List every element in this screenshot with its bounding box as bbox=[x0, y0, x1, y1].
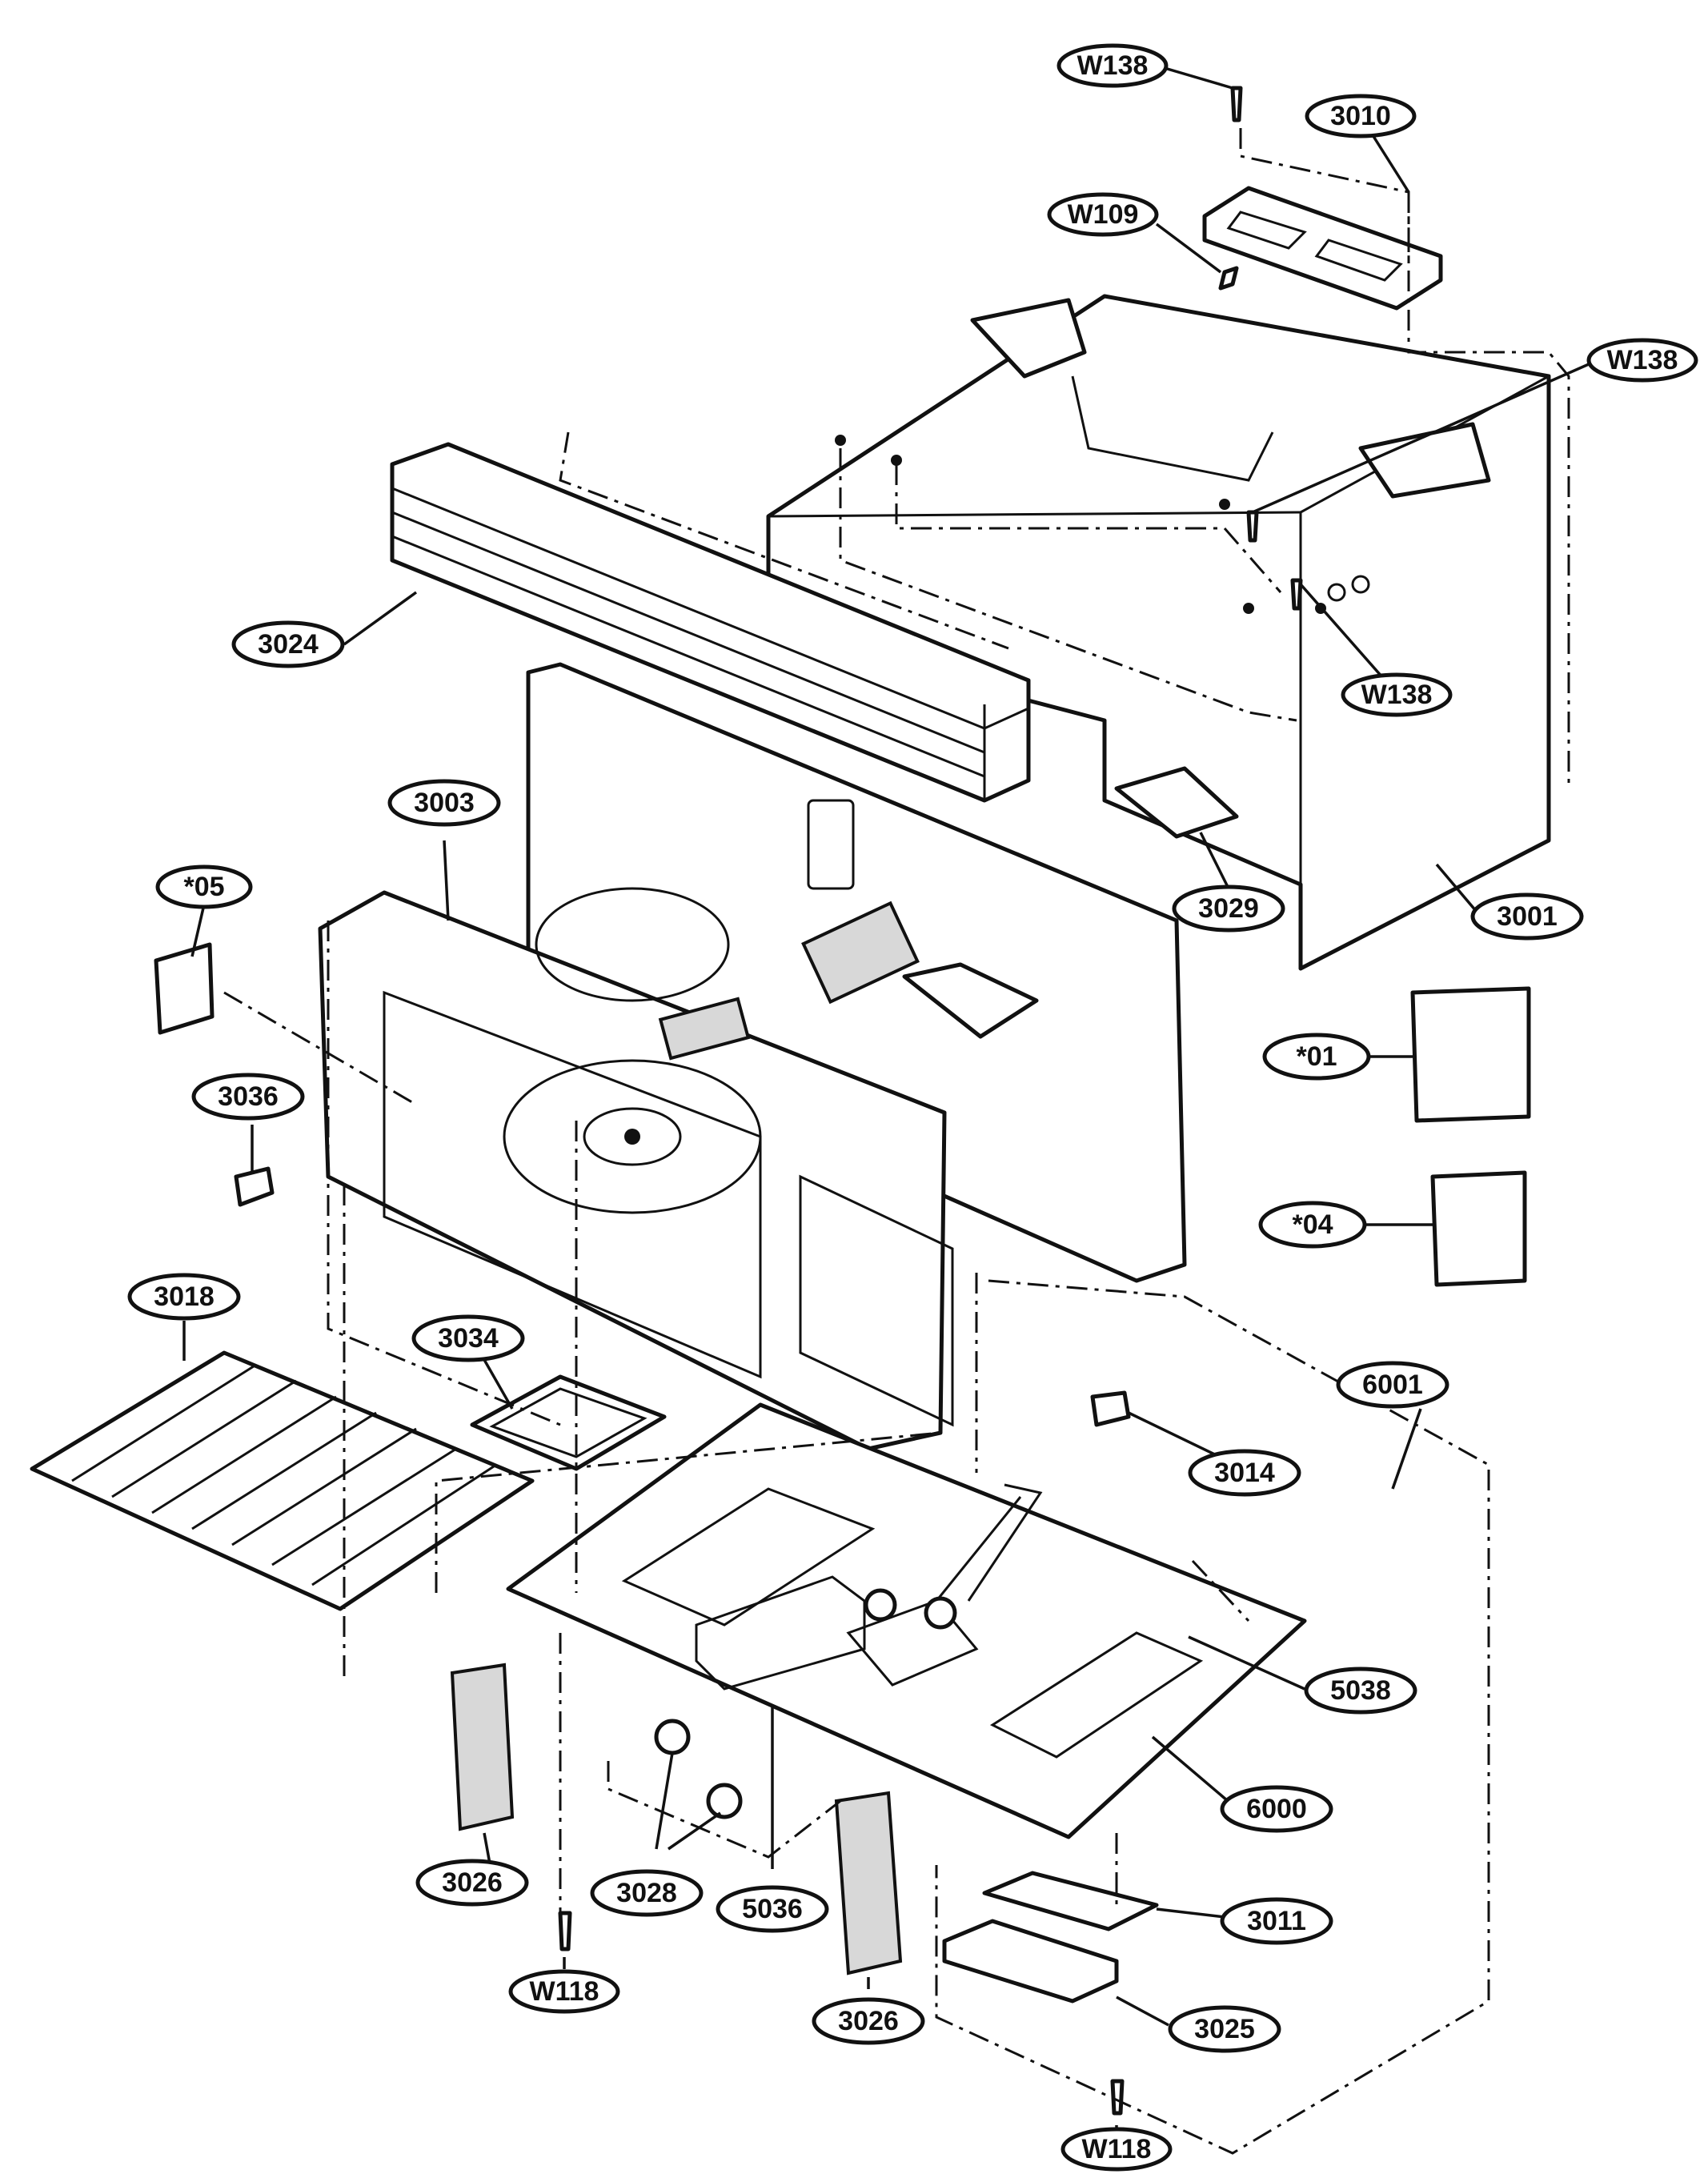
label-6001: 6001 bbox=[1336, 1361, 1449, 1409]
label-w118-bottom: W118 bbox=[1060, 2127, 1173, 2172]
svg-text:3026: 3026 bbox=[838, 2006, 899, 2036]
base-plate-6001 bbox=[506, 1390, 1307, 1839]
svg-text:W118: W118 bbox=[1082, 2134, 1152, 2164]
label-3014: 3014 bbox=[1188, 1449, 1301, 1497]
label-01: *01 bbox=[1262, 1033, 1371, 1081]
svg-text:5036: 5036 bbox=[742, 1894, 803, 1924]
svg-text:6000: 6000 bbox=[1246, 1794, 1307, 1824]
label-3036: 3036 bbox=[191, 1073, 305, 1121]
label-w138-mid: W138 bbox=[1341, 672, 1453, 717]
latch-3036 bbox=[234, 1166, 275, 1207]
label-6000: 6000 bbox=[1220, 1785, 1333, 1833]
label-3029: 3029 bbox=[1172, 884, 1285, 933]
svg-text:3010: 3010 bbox=[1330, 101, 1391, 131]
label-3011: 3011 bbox=[1220, 1897, 1333, 1945]
label-3026-left: 3026 bbox=[415, 1859, 529, 1907]
filter-3034 bbox=[470, 1374, 667, 1471]
svg-text:3028: 3028 bbox=[616, 1878, 677, 1908]
screw-w138-top bbox=[1230, 86, 1243, 122]
svg-text:3036: 3036 bbox=[218, 1081, 279, 1112]
bracket-3029 bbox=[1114, 766, 1239, 839]
label-3001: 3001 bbox=[1470, 892, 1584, 941]
control-board-3010 bbox=[1202, 186, 1443, 311]
svg-text:3003: 3003 bbox=[414, 788, 475, 818]
label-05: *05 bbox=[155, 864, 253, 909]
label-5036: 5036 bbox=[716, 1885, 829, 1933]
svg-text:3025: 3025 bbox=[1194, 2014, 1255, 2044]
label-3003: 3003 bbox=[387, 779, 501, 827]
lamp-cover-3011-3025 bbox=[942, 1871, 1159, 2004]
misc-small-parts bbox=[154, 86, 1531, 1287]
svg-text:3018: 3018 bbox=[154, 1282, 215, 1312]
oven-cavity-3003 bbox=[318, 662, 1187, 1451]
svg-text:W118: W118 bbox=[530, 1976, 599, 2007]
svg-text:W138: W138 bbox=[1361, 680, 1433, 710]
screw-w138-right bbox=[1246, 510, 1259, 543]
svg-text:3024: 3024 bbox=[258, 629, 319, 660]
manual-01 bbox=[1410, 986, 1531, 1123]
label-04: *04 bbox=[1258, 1201, 1367, 1249]
label-w109: W109 bbox=[1047, 192, 1159, 237]
screws-w118 bbox=[558, 1911, 1125, 2116]
label-3024: 3024 bbox=[231, 620, 345, 668]
label-3010: 3010 bbox=[1305, 94, 1417, 138]
svg-text:W109: W109 bbox=[1068, 199, 1139, 230]
label-3034: 3034 bbox=[411, 1314, 525, 1362]
label-05 bbox=[154, 942, 215, 1035]
label-w138-right: W138 bbox=[1586, 338, 1698, 383]
label-5038: 5038 bbox=[1304, 1667, 1417, 1715]
svg-text:6001: 6001 bbox=[1362, 1370, 1423, 1400]
label-3025: 3025 bbox=[1168, 2005, 1281, 2053]
svg-text:3026: 3026 bbox=[442, 1867, 503, 1898]
svg-text:*01: *01 bbox=[1296, 1041, 1337, 1072]
svg-text:3029: 3029 bbox=[1198, 893, 1259, 924]
screw-w109 bbox=[1218, 266, 1239, 291]
label-w118-left: W118 bbox=[508, 1969, 620, 2014]
assembly-lines bbox=[223, 128, 1570, 2155]
svg-text:W138: W138 bbox=[1077, 50, 1149, 81]
label-3026-bottom: 3026 bbox=[812, 1997, 925, 2045]
manual-04 bbox=[1430, 1170, 1527, 1287]
charcoal-filters-3026 bbox=[450, 1663, 903, 1975]
svg-text:*04: *04 bbox=[1292, 1209, 1333, 1240]
svg-text:5038: 5038 bbox=[1330, 1675, 1391, 1706]
svg-text:*05: *05 bbox=[183, 872, 224, 902]
label-3028: 3028 bbox=[590, 1869, 704, 1917]
svg-text:3011: 3011 bbox=[1247, 1906, 1306, 1936]
wire-rack-3018 bbox=[30, 1350, 535, 1611]
vent-grille-3024 bbox=[390, 442, 1031, 803]
screw-w138-mid bbox=[1290, 578, 1303, 611]
svg-text:W138: W138 bbox=[1607, 345, 1678, 375]
svg-text:3014: 3014 bbox=[1214, 1458, 1275, 1488]
svg-text:3034: 3034 bbox=[438, 1323, 499, 1354]
svg-text:3001: 3001 bbox=[1497, 901, 1558, 932]
label-3018: 3018 bbox=[127, 1273, 241, 1321]
label-w138-top: W138 bbox=[1056, 43, 1169, 88]
